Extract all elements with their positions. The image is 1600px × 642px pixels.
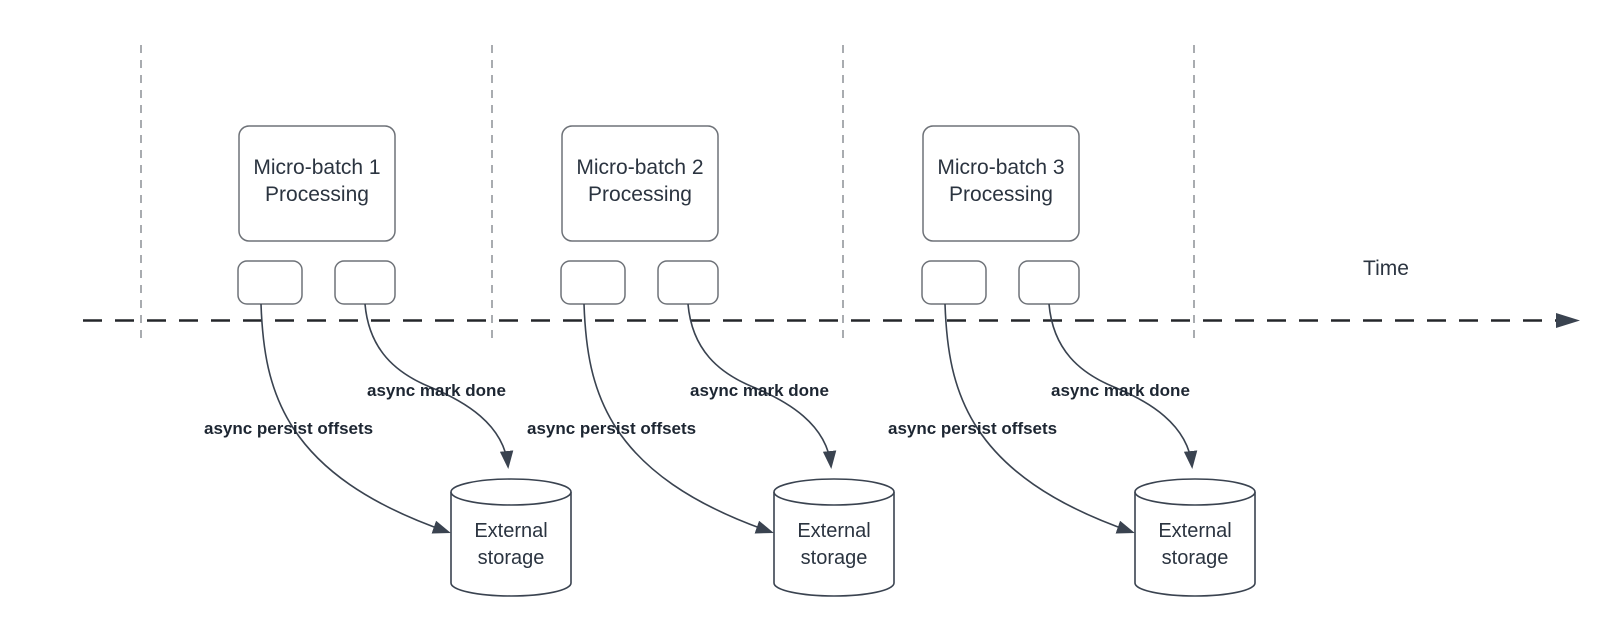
processing-box — [922, 125, 1080, 242]
external-storage-cylinder — [773, 492, 895, 597]
external-storage-label-line1: External — [797, 520, 870, 542]
async-mark-done-label: async mark done — [690, 381, 829, 400]
external-storage-cylinder-top — [450, 478, 572, 506]
external-storage-cylinder-top — [1134, 478, 1256, 506]
processing-box-title-line1: Micro-batch 3 — [937, 156, 1064, 179]
mark-done-task-box — [657, 260, 719, 305]
external-storage-label-line2: storage — [1162, 547, 1229, 569]
external-storage-cylinder — [450, 492, 572, 597]
external-storage-cylinder-top — [773, 478, 895, 506]
processing-box-title-line2: Processing — [265, 183, 369, 206]
external-storage-label-line2: storage — [801, 547, 868, 569]
async-mark-done-arrow — [1048, 303, 1198, 469]
micro-batch-group-2: Micro-batch 2 Processing async persist o… — [527, 125, 895, 597]
time-axis-label: Time — [1363, 257, 1409, 280]
async-mark-done-arrow — [687, 303, 837, 469]
time-axis-arrowhead — [1556, 313, 1580, 328]
async-persist-offsets-arrow — [944, 303, 1135, 534]
external-storage-label-line1: External — [474, 520, 547, 542]
async-mark-done-label: async mark done — [367, 381, 506, 400]
persist-offsets-task-box — [237, 260, 303, 305]
async-persist-offsets-label: async persist offsets — [888, 419, 1057, 438]
async-mark-done-arrow — [364, 303, 514, 469]
processing-box — [561, 125, 719, 242]
external-storage-label-line2: storage — [478, 547, 545, 569]
external-storage-cylinder — [1134, 492, 1256, 597]
mark-done-task-box — [334, 260, 396, 305]
processing-box-title-line1: Micro-batch 1 — [253, 156, 380, 179]
processing-box — [238, 125, 396, 242]
processing-box-title-line2: Processing — [949, 183, 1053, 206]
async-persist-offsets-arrow — [260, 303, 451, 534]
micro-batch-group-1: Micro-batch 1 Processing async persist o… — [204, 125, 572, 597]
async-mark-done-label: async mark done — [1051, 381, 1190, 400]
async-persist-offsets-arrow — [583, 303, 774, 534]
mark-done-task-box — [1018, 260, 1080, 305]
processing-box-title-line2: Processing — [588, 183, 692, 206]
persist-offsets-task-box — [560, 260, 626, 305]
async-persist-offsets-label: async persist offsets — [204, 419, 373, 438]
persist-offsets-task-box — [921, 260, 987, 305]
processing-box-title-line1: Micro-batch 2 — [576, 156, 703, 179]
micro-batch-group-3: Micro-batch 3 Processing async persist o… — [888, 125, 1256, 597]
external-storage-label-line1: External — [1158, 520, 1231, 542]
async-persist-offsets-label: async persist offsets — [527, 419, 696, 438]
